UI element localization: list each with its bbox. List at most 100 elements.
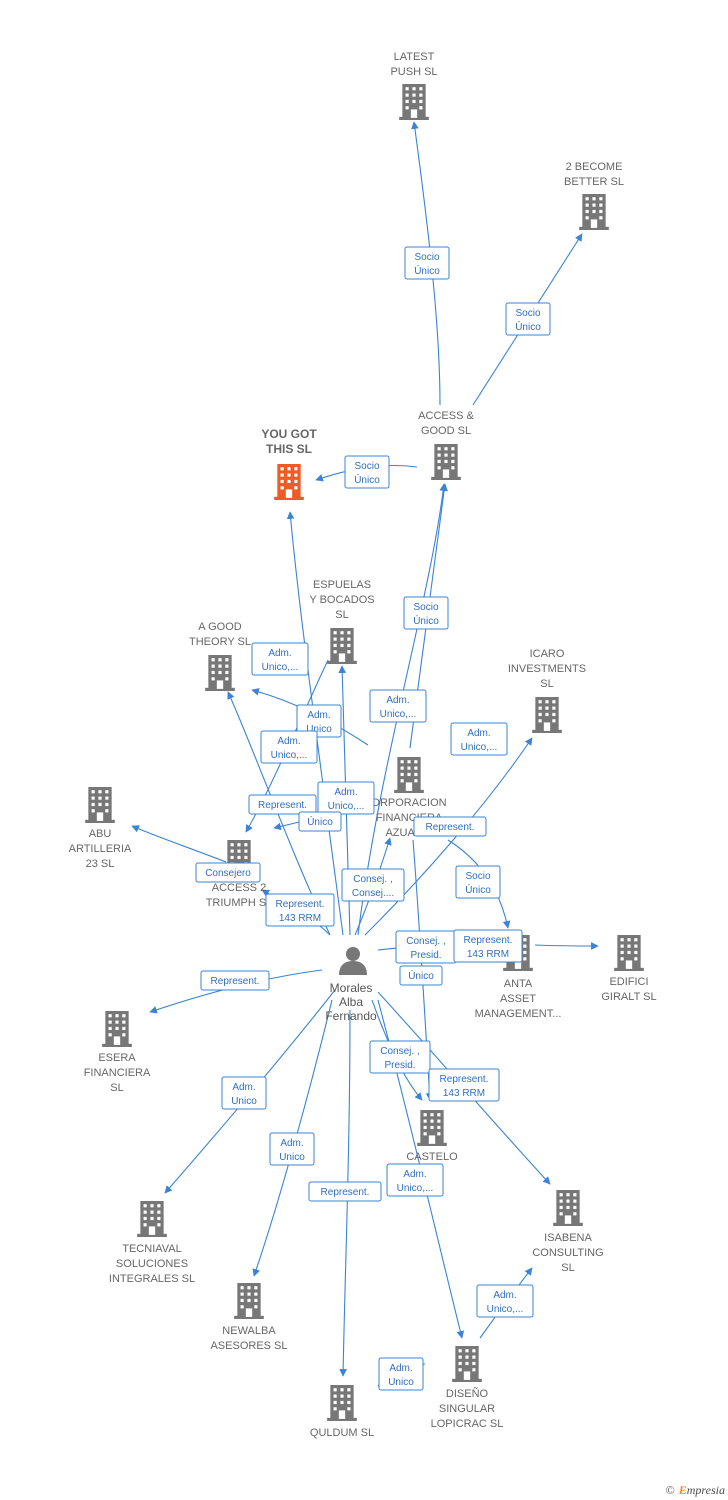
company-label-line: ARTILLERIA bbox=[69, 843, 132, 855]
edge-label-text: Adm. bbox=[280, 1138, 303, 1149]
edge-label-box bbox=[455, 865, 501, 899]
edge-label-box bbox=[399, 965, 443, 986]
building-icon bbox=[85, 787, 115, 823]
company-label-line: ORPORACION bbox=[371, 797, 446, 809]
edge-label-e12[interactable]: Único bbox=[298, 811, 342, 832]
building-icon bbox=[431, 444, 461, 480]
edge-label-e15[interactable]: Consej. ,Consej.... bbox=[341, 868, 405, 902]
company-node-quldum[interactable]: QULDUM SL bbox=[310, 1385, 374, 1439]
edge-label-box bbox=[296, 704, 342, 738]
edge-label-text: Consejero bbox=[205, 868, 251, 879]
edge-label-text: Unico,... bbox=[397, 1183, 434, 1194]
edge-label-text: Unico,... bbox=[328, 801, 365, 812]
edge-label-e5[interactable]: Adm.Unico,... bbox=[251, 642, 309, 676]
edge-label-text: Adm. bbox=[467, 728, 490, 739]
person-name-line-2: Alba bbox=[339, 995, 363, 1009]
edge-label-box bbox=[404, 246, 450, 280]
edge-label-text: Socio bbox=[515, 308, 540, 319]
edge-label-text: Socio bbox=[354, 461, 379, 472]
company-label-line: EDIFICI bbox=[609, 976, 648, 988]
company-label-line: LOPICRAC SL bbox=[431, 1418, 504, 1430]
edge-label-e18[interactable]: Consej. ,Presid. bbox=[395, 930, 457, 964]
edge-label-e14[interactable]: Consejero bbox=[195, 862, 261, 883]
edge-line bbox=[411, 121, 441, 406]
edge-line bbox=[131, 825, 227, 863]
edge-label-text: Adm. bbox=[389, 1363, 412, 1374]
company-label-line: 23 SL bbox=[86, 858, 115, 870]
edge-label-text: Unico bbox=[306, 724, 332, 735]
edge-label-box bbox=[195, 862, 261, 883]
company-label-line: LATEST bbox=[394, 51, 435, 63]
company-label-line: ACCESS 2 bbox=[212, 882, 266, 894]
person-node[interactable]: Morales Alba Fernando bbox=[325, 947, 377, 1023]
edge-label-e7[interactable]: Adm.Unico,... bbox=[369, 689, 427, 723]
edge-label-e24[interactable]: Adm.Unico bbox=[221, 1076, 267, 1110]
edge-label-e19[interactable]: Represent.143 RRM bbox=[453, 929, 523, 963]
edge-label-e10[interactable]: Represent. bbox=[248, 794, 317, 815]
company-label-line: INTEGRALES SL bbox=[109, 1273, 195, 1285]
edge-label-text: Represent. bbox=[211, 976, 260, 987]
edge-label-text: Unico,... bbox=[262, 662, 299, 673]
edge-label-box bbox=[369, 1040, 431, 1074]
person-icon bbox=[339, 947, 367, 975]
edge-label-e26[interactable]: Adm.Unico,... bbox=[386, 1163, 444, 1197]
company-label-line: MANAGEMENT... bbox=[475, 1008, 562, 1020]
company-node-access-good[interactable]: ACCESS &GOOD SL bbox=[418, 410, 474, 480]
company-node-anta[interactable]: ANTAASSETMANAGEMENT... bbox=[475, 935, 562, 1020]
company-label-line: SL bbox=[110, 1082, 123, 1094]
edge-label-text: 143 RRM bbox=[279, 913, 321, 924]
edge-label-e11[interactable]: Adm.Unico,... bbox=[317, 781, 375, 815]
edge-label-text: Represent. bbox=[276, 899, 325, 910]
edge-label-e20[interactable]: Único bbox=[399, 965, 443, 986]
edge-label-e23[interactable]: Represent.143 RRM bbox=[428, 1068, 500, 1102]
company-label-line: A GOOD bbox=[198, 621, 241, 633]
company-label-line: CONSULTING bbox=[532, 1247, 603, 1259]
edge-line bbox=[534, 942, 599, 950]
edge-label-e13[interactable]: Represent. bbox=[413, 816, 487, 837]
edge-label-e9[interactable]: Adm.Unico,... bbox=[260, 730, 318, 764]
edge-label-e8[interactable]: Adm. Unico,... bbox=[450, 722, 508, 756]
edge-label-text: Consej. , bbox=[406, 936, 445, 947]
edge-label-e22[interactable]: Consej. ,Presid. bbox=[369, 1040, 431, 1074]
edge-label-text: Unico bbox=[279, 1152, 305, 1163]
person-name-line-1: Morales bbox=[330, 981, 373, 995]
edge-label-e21[interactable]: Represent. bbox=[200, 970, 270, 991]
company-label-line: TECNIAVAL bbox=[122, 1243, 182, 1255]
building-icon bbox=[579, 194, 609, 230]
edge-label-text: Único bbox=[307, 815, 333, 828]
edge-label-e17[interactable]: Represent. 143 RRM bbox=[265, 893, 335, 927]
building-icon bbox=[234, 1283, 264, 1319]
edge-label-text: Represent. bbox=[258, 800, 307, 811]
edge-label-e6[interactable]: Adm.Unico bbox=[296, 704, 342, 738]
edge-label-box bbox=[260, 730, 318, 764]
edge-label-e28[interactable]: Adm.Unico,... bbox=[476, 1284, 534, 1318]
edge-label-box bbox=[453, 929, 523, 963]
company-label-line: ASSET bbox=[500, 993, 536, 1005]
edge-label-e29[interactable]: Adm.Unico bbox=[378, 1357, 424, 1391]
edge-label-e27[interactable]: Represent. bbox=[308, 1181, 382, 1202]
edge-label-box bbox=[221, 1076, 267, 1110]
building-icon bbox=[137, 1201, 167, 1237]
edge-label-e25[interactable]: Adm. Unico bbox=[269, 1132, 315, 1166]
brand-logo-text: mpresia bbox=[686, 1483, 725, 1497]
edge-label-text: Unico,... bbox=[461, 742, 498, 753]
